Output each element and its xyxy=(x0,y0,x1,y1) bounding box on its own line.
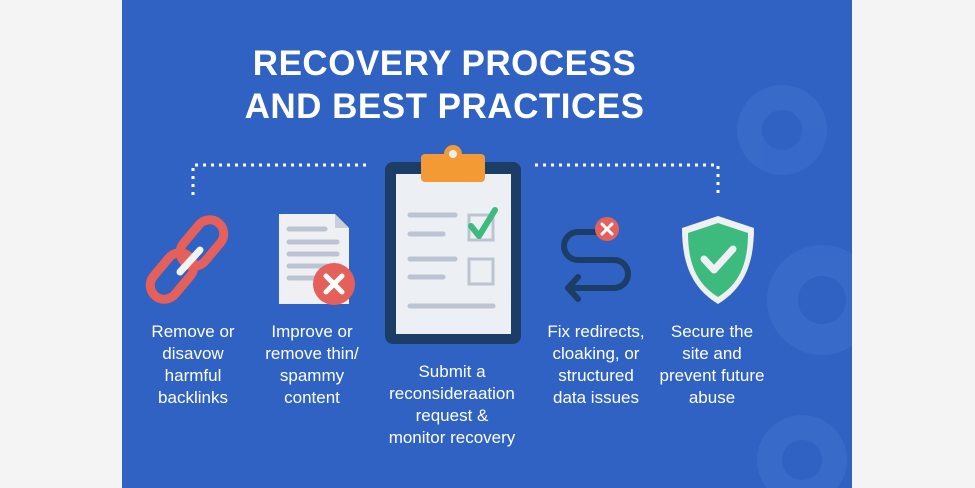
caption-line: content xyxy=(284,388,340,407)
step-caption-reconsideration: Submit a reconsideraation request & moni… xyxy=(377,361,527,449)
caption-line: reconsideraation xyxy=(389,384,515,403)
shield-check-icon xyxy=(682,216,754,304)
caption-line: Secure the xyxy=(670,322,754,341)
caption-line: cloaking, or xyxy=(552,344,640,363)
caption-line: abuse xyxy=(688,388,736,407)
step-caption-redirects: Fix redirects, cloaking, or structured d… xyxy=(521,321,671,409)
caption-line: data issues xyxy=(553,388,639,407)
caption-line: Improve or xyxy=(271,322,353,341)
caption-line: structured xyxy=(558,366,634,385)
title-line-1: RECOVERY PROCESS xyxy=(252,44,637,83)
caption-line: backlinks xyxy=(158,388,228,407)
caption-line: prevent future xyxy=(659,366,765,385)
caption-line: Remove or xyxy=(151,322,235,341)
caption-line: remove thin/ xyxy=(265,344,359,363)
caption-line: Submit a xyxy=(418,362,486,381)
caption-line: harmful xyxy=(164,366,222,385)
broken-link-icon xyxy=(145,215,229,304)
infographic-panel: RECOVERY PROCESS AND BEST PRACTICES xyxy=(122,0,852,488)
clipboard-checklist-icon xyxy=(385,145,521,344)
caption-line: site and xyxy=(682,344,742,363)
step-caption-backlinks: Remove or disavow harmful backlinks xyxy=(122,321,268,409)
gear-decoration-icon xyxy=(737,85,852,488)
caption-line: Fix redirects, xyxy=(547,322,645,341)
step-caption-content: Improve or remove thin/ spammy content xyxy=(237,321,387,409)
caption-line: monitor recovery xyxy=(388,428,516,447)
title-line-2: AND BEST PRACTICES xyxy=(244,87,645,126)
document-x-icon xyxy=(279,214,355,305)
dotted-connector xyxy=(191,163,720,195)
caption-line: spammy xyxy=(279,366,345,385)
redirect-path-icon xyxy=(561,217,631,302)
caption-line: disavow xyxy=(162,344,224,363)
caption-line: request & xyxy=(415,406,489,425)
step-caption-security: Secure the site and prevent future abuse xyxy=(637,321,787,409)
